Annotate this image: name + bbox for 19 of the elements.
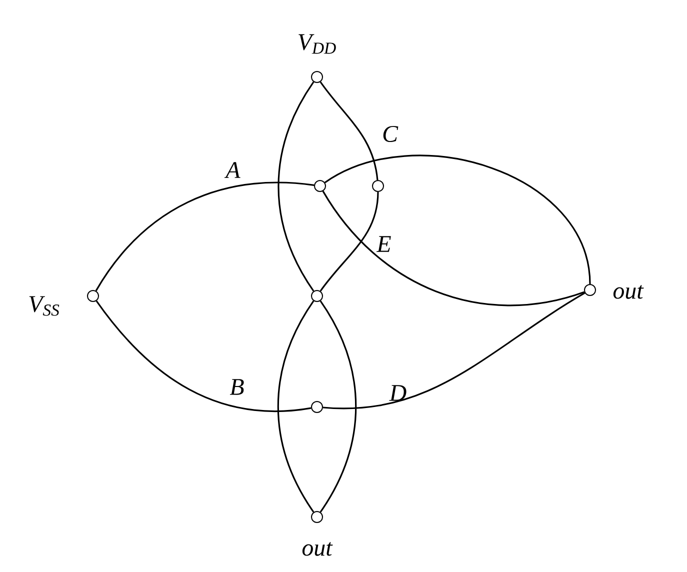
curve <box>322 292 586 410</box>
curve <box>277 300 314 512</box>
letter-label: E <box>376 236 391 252</box>
terminal-label: out <box>613 285 644 299</box>
curve <box>320 300 357 512</box>
curve <box>324 155 591 284</box>
terminal-label: V$_{SS}$ <box>29 296 60 316</box>
letter-label: C <box>383 126 398 142</box>
curve <box>322 190 585 306</box>
letter-label: A <box>224 162 240 178</box>
letter-label: D <box>389 385 406 401</box>
letter-label: B <box>230 379 244 395</box>
curve <box>95 182 314 292</box>
curve <box>96 300 312 412</box>
terminal-label: out <box>302 542 333 556</box>
curve <box>278 81 314 292</box>
curve <box>320 81 378 180</box>
terminal-label: V$_{DD}$ <box>298 34 336 54</box>
curve <box>320 192 379 292</box>
